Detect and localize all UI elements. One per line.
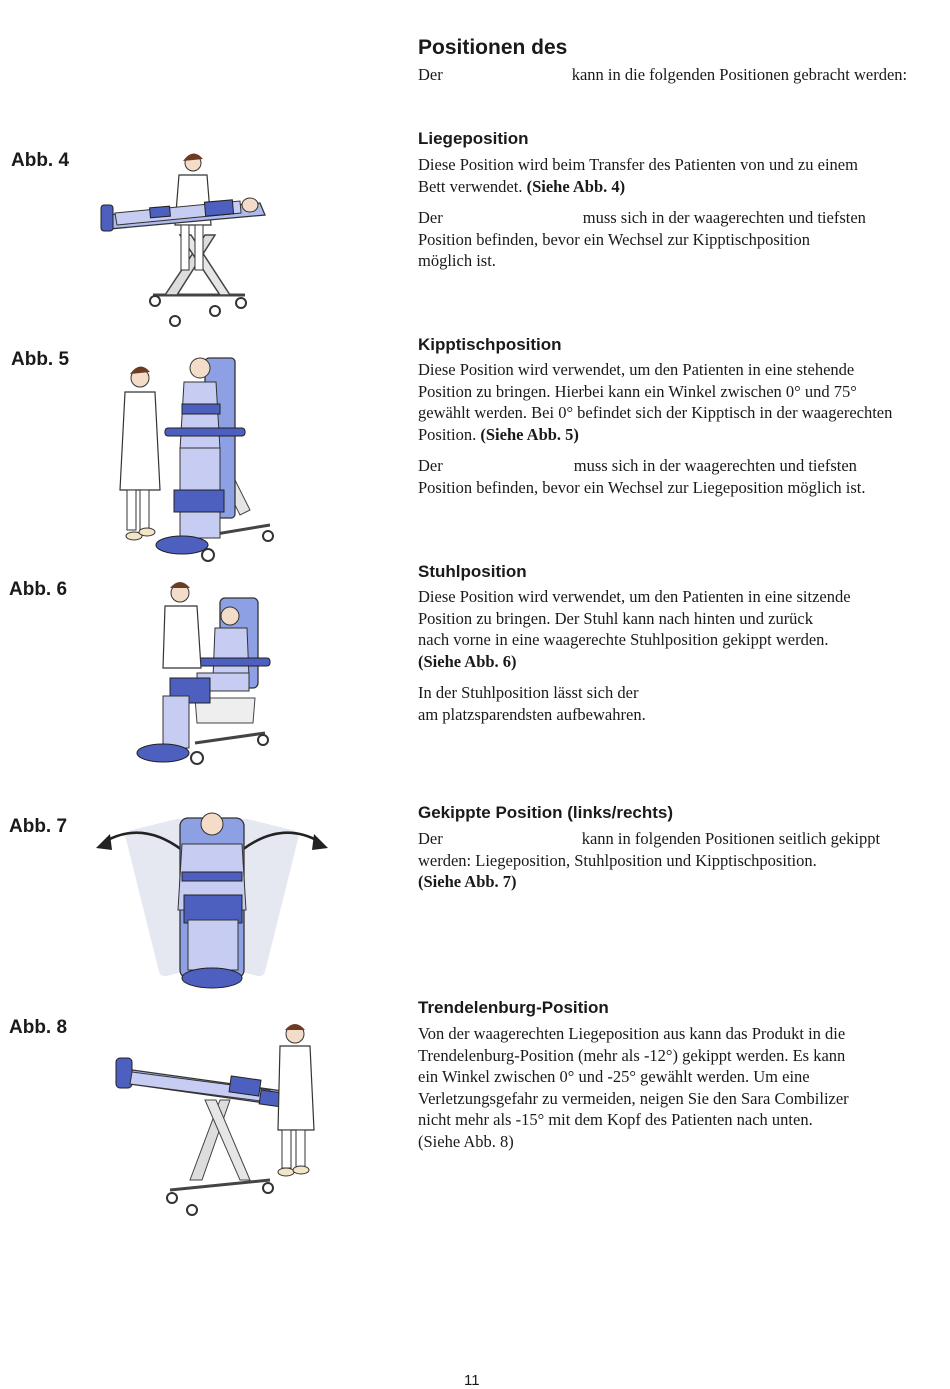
gekippt-p1-line1: kann in folgenden Positionen seitlich ge…: [581, 829, 881, 848]
section-heading-stuhlposition: Stuhlposition: [418, 562, 527, 581]
figure-label-abb6: Abb. 6: [9, 579, 68, 600]
liege-p2-line3: möglich ist.: [418, 251, 496, 270]
page-title: Positionen des: [418, 36, 568, 59]
trend-figure-ref: (Siehe Abb. 8): [418, 1131, 514, 1151]
gekippt-p1-der: Der: [418, 829, 443, 848]
liege-p1-line1: Diese Position wird beim Transfer des Pa…: [418, 155, 858, 174]
liege-figure-ref: (Siehe Abb. 4): [526, 176, 626, 196]
page-number: 11: [464, 1372, 480, 1389]
liege-p1-line2: Bett verwendet.: [418, 176, 523, 196]
section-heading-gekippte-position: Gekippte Position (links/rechts): [418, 803, 674, 822]
kipp-figure-ref: (Siehe Abb. 5): [480, 424, 579, 444]
kipp-p1-line3: gewählt werden. Bei 0° befindet sich der…: [418, 403, 893, 422]
gekippte-position-paragraph: Der kann in folgenden Positionen seitlich…: [418, 828, 880, 893]
liege-p2-line1: muss sich in der waagerechten und tiefst…: [582, 208, 866, 227]
trend-line4: Verletzungsgefahr zu vermeiden, neigen S…: [418, 1088, 849, 1108]
intro-rest: kann in die folgenden Positionen gebrach…: [571, 65, 908, 84]
section-heading-kipptischposition: Kipptischposition: [418, 335, 562, 354]
illustration-lying-position: [100, 153, 266, 327]
kipp-p2-der: Der: [418, 456, 443, 475]
stuhl-figure-ref: (Siehe Abb. 6): [418, 651, 517, 671]
illustration-tilt-table-position: [119, 357, 274, 562]
intro-der: Der: [418, 65, 443, 84]
kipp-p1-line2: Position zu bringen. Hierbei kann ein Wi…: [418, 381, 857, 401]
section-heading-trendelenburg: Trendelenburg-Position: [418, 998, 609, 1017]
stuhl-p1-line2: Position zu bringen. Der Stuhl kann nach…: [418, 608, 814, 628]
stuhl-p1-line1: Diese Position wird verwendet, um den Pa…: [418, 587, 851, 606]
illustration-trendelenburg-position: [115, 1024, 315, 1216]
illustration-chair-position: [136, 582, 271, 765]
trendelenburg-paragraph: Von der waagerechten Liegeposition aus k…: [418, 1023, 849, 1152]
stuhl-p2-line1: In der Stuhlposition lässt sich der: [418, 683, 639, 702]
stuhlposition-paragraph-2: In der Stuhlposition lässt sich der am p…: [418, 682, 646, 725]
gekippt-p1-line2: werden: Liegeposition, Stuhlposition und…: [418, 850, 817, 870]
intro-text: Der kann in die folgenden Positionen gebr…: [418, 64, 907, 86]
figure-label-abb5: Abb. 5: [11, 349, 70, 370]
trend-line3: ein Winkel zwischen 0° und -25° gewählt …: [418, 1067, 810, 1086]
liegeposition-paragraph-1: Diese Position wird beim Transfer des Pa…: [418, 154, 858, 197]
kipp-p1-line4: Position.: [418, 424, 477, 444]
section-heading-liegeposition: Liegeposition: [418, 129, 529, 148]
trend-line1: Von der waagerechten Liegeposition aus k…: [418, 1024, 846, 1043]
kipp-p2-line1: muss sich in der waagerechten und tiefst…: [573, 456, 857, 475]
stuhlposition-paragraph-1: Diese Position wird verwendet, um den Pa…: [418, 586, 851, 672]
trend-line2: Trendelenburg-Position (mehr als -12°) g…: [418, 1045, 846, 1065]
kipp-p1-line1: Diese Position wird verwendet, um den Pa…: [418, 360, 855, 379]
illustration-tilted-position: [96, 812, 328, 989]
kipptischposition-paragraph-1: Diese Position wird verwendet, um den Pa…: [418, 359, 892, 445]
kipp-p2-line2: Position befinden, bevor ein Wechsel zur…: [418, 477, 866, 497]
figure-label-abb8: Abb. 8: [9, 1017, 68, 1038]
liege-p2-line2: Position befinden, bevor ein Wechsel zur…: [418, 229, 811, 249]
liegeposition-paragraph-2: Der muss sich in der waagerechten und tie…: [418, 207, 866, 272]
kipptischposition-paragraph-2: Der muss sich in der waagerechten und tie…: [418, 455, 865, 498]
stuhl-p2-line2: am platzsparendsten aufbewahren.: [418, 704, 646, 724]
figure-label-abb4: Abb. 4: [11, 150, 70, 171]
trend-line5: nicht mehr als -15° mit dem Kopf des Pat…: [418, 1110, 813, 1129]
liege-p2-der: Der: [418, 208, 443, 227]
gekippt-figure-ref: (Siehe Abb. 7): [418, 872, 517, 891]
stuhl-p1-line3: nach vorne in eine waagerechte Stuhlposi…: [418, 630, 829, 649]
figure-label-abb7: Abb. 7: [9, 816, 68, 837]
